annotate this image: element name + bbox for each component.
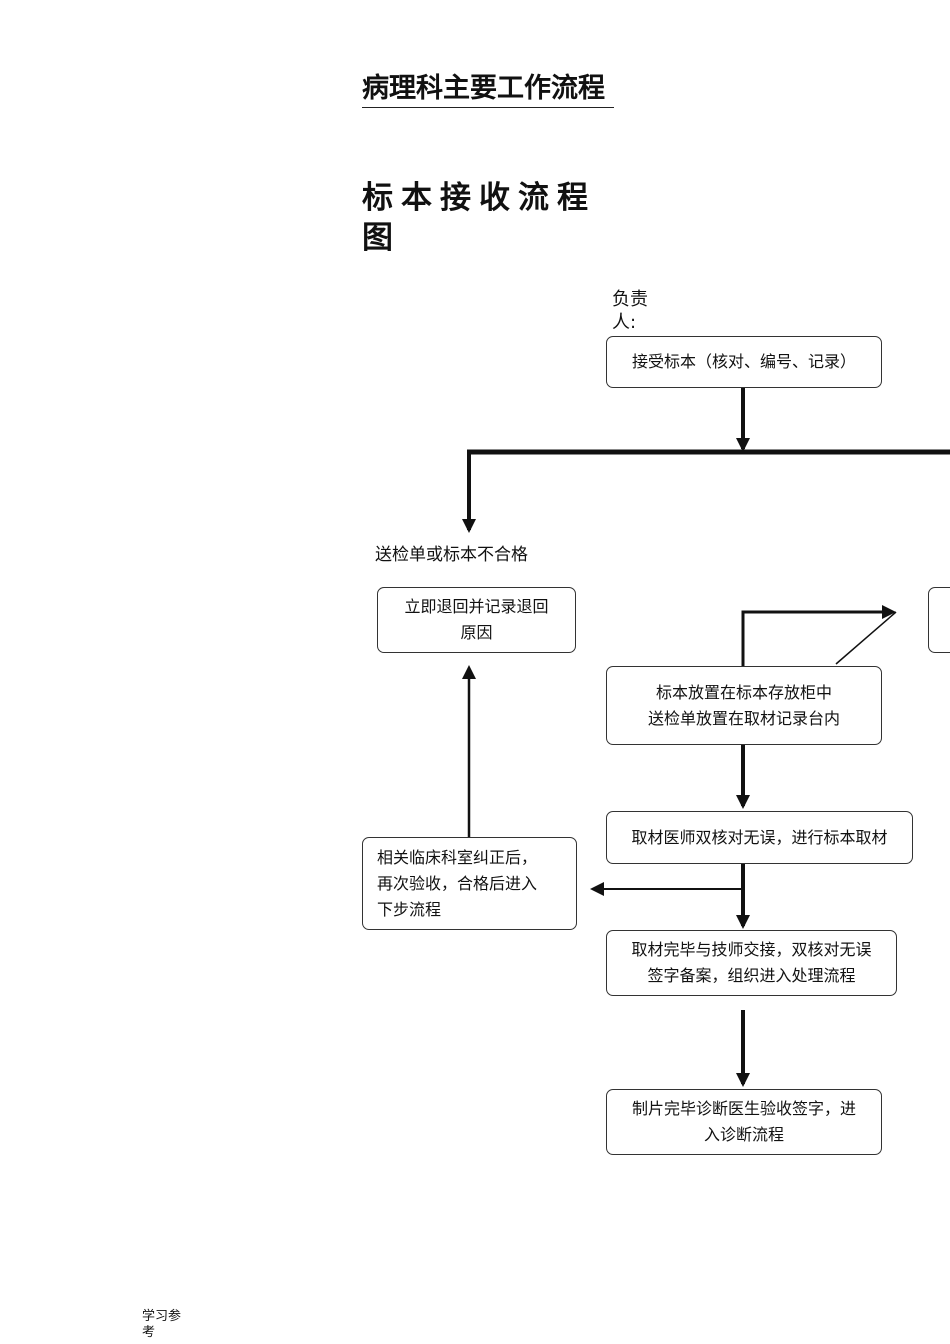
node-offpage (928, 587, 950, 653)
node-diagnosis: 制片完毕诊断医生验收签字，进 入诊断流程 (606, 1089, 882, 1155)
responsible-label: 负责人: (612, 289, 648, 333)
node-clinic-fix: 相关临床科室纠正后， 再次验收，合格后进入 下步流程 (362, 837, 577, 930)
node-store: 标本放置在标本存放柜中 送检单放置在取材记录台内 (606, 666, 882, 745)
reject-condition-label: 送检单或标本不合格 (375, 545, 528, 565)
node-grossing: 取材医师双核对无误，进行标本取材 (606, 811, 913, 864)
arrow-store-to-offpage (741, 605, 896, 666)
section-title: 标本接收流程图 (362, 180, 596, 256)
footer-text: 学习参考 (142, 1309, 182, 1340)
node-handover: 取材完毕与技师交接，双核对无误 签字备案，组织进入处理流程 (606, 930, 897, 996)
document-title: 病理科主要工作流程 (362, 72, 614, 108)
node-return: 立即退回并记录退回 原因 (377, 587, 576, 653)
node-receive: 接受标本（核对、编号、记录） (606, 336, 882, 388)
diagonal-connector (835, 611, 897, 665)
